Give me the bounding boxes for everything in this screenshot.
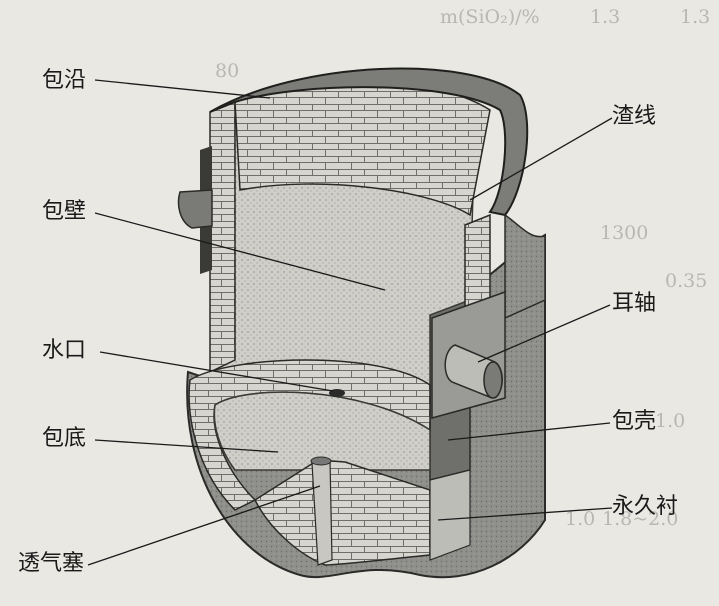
leader-lines — [87, 79, 613, 566]
ladle-floor — [213, 391, 431, 471]
trunnion-left — [177, 189, 213, 229]
bg-text-fragment: m(SiO₂)/% — [440, 6, 540, 28]
leader-bao-bi — [94, 212, 386, 291]
bg-text-fragment: 80 — [215, 60, 240, 82]
leader-yong-jiu-chen — [437, 507, 613, 521]
label-zha-xian: 渣线 — [612, 104, 657, 129]
label-bao-ke: 包壳 — [612, 409, 657, 434]
porous-plug-top — [310, 456, 332, 466]
leader-shui-kou — [99, 351, 334, 392]
leader-bao-yan — [94, 79, 271, 99]
leader-er-zhou — [477, 304, 611, 363]
bg-text-fragment: 1300 — [600, 222, 649, 244]
label-shui-kou: 水口 — [42, 338, 87, 363]
bg-text-fragment: 1.8~2.0 — [602, 508, 679, 530]
trunnion-end — [483, 361, 503, 399]
label-bao-yan: 包沿 — [42, 68, 87, 93]
permanent-lining — [429, 469, 471, 561]
brick-wall-right — [464, 213, 491, 314]
label-er-zhou: 耳轴 — [612, 291, 657, 316]
bg-text-fragment: 1.3 — [680, 6, 711, 28]
bg-text-fragment: 1.3 — [590, 6, 621, 28]
bg-text-fragment: 0.35 — [665, 270, 708, 292]
label-yong-jiu-chen: 永久衬 — [612, 494, 679, 519]
leader-zha-xian — [469, 117, 613, 201]
leader-bao-ke — [447, 422, 611, 441]
label-bao-bi: 包壁 — [42, 199, 87, 224]
leader-bao-di — [94, 439, 279, 453]
bg-text-fragment: 1.0 — [565, 508, 596, 530]
leader-tou-qi-sai — [87, 485, 321, 566]
bg-text-fragment: 1.0 — [655, 410, 686, 432]
brick-wall-left — [209, 100, 236, 374]
shell-top-right — [504, 213, 546, 320]
label-bao-di: 包底 — [42, 426, 87, 451]
label-tou-qi-sai: 透气塞 — [18, 551, 85, 576]
